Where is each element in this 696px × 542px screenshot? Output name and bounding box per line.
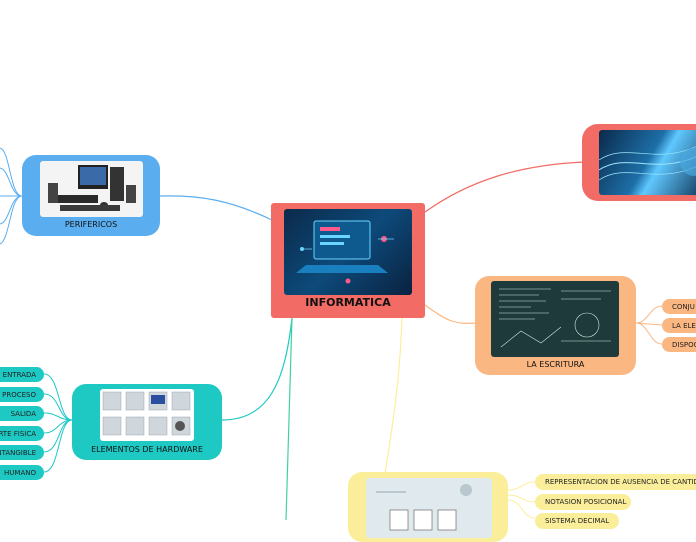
hardware-node[interactable]: ELEMENTOS DE HARDWARE: [72, 384, 222, 460]
technology-node[interactable]: [582, 124, 696, 201]
digital-technology-image: [599, 130, 696, 195]
connector-hardware-items: [43, 373, 73, 473]
numeracion-node[interactable]: [348, 472, 508, 542]
connector-perifericos-children: [0, 147, 23, 245]
central-node[interactable]: INFORMATICA: [271, 203, 425, 318]
connector-escritura: [424, 304, 476, 325]
numeracion-image: [366, 478, 492, 538]
mind-map-connectors: [0, 147, 663, 520]
connector-technology: [424, 161, 585, 213]
escritura-item[interactable]: DISPOC: [662, 337, 696, 352]
hardware-item[interactable]: SALIDA: [0, 406, 44, 421]
connector-escritura-items: [635, 305, 663, 345]
connector-bottom-branch: [285, 317, 293, 520]
numeracion-item[interactable]: SISTEMA DECIMAL: [535, 513, 619, 529]
chalkboard-formulas-image: [491, 281, 619, 357]
hardware-label: ELEMENTOS DE HARDWARE: [91, 445, 203, 454]
escritura-item[interactable]: CONJU: [662, 299, 696, 314]
connector-perifericos: [159, 195, 273, 221]
hardware-devices-grid-image: [100, 389, 194, 441]
perifericos-node[interactable]: PERIFERICOS: [22, 155, 160, 236]
connector-numeracion: [384, 317, 403, 474]
computer-peripherals-image: [40, 161, 143, 217]
hardware-item[interactable]: HUMANO: [0, 465, 44, 480]
connector-hardware: [221, 317, 293, 421]
connector-numeracion-items: [507, 481, 536, 519]
escritura-label: LA ESCRITURA: [526, 360, 585, 369]
perifericos-label: PERIFERICOS: [64, 220, 118, 229]
numeracion-item[interactable]: REPRESENTACION DE AUSENCIA DE CANTIDA: [535, 474, 696, 490]
central-title: INFORMATICA: [305, 296, 391, 309]
hardware-item[interactable]: NTANGIBLE: [0, 445, 44, 460]
escritura-item[interactable]: LA ELEC: [662, 318, 696, 333]
hardware-item[interactable]: PROCESO: [0, 387, 44, 402]
laptop-illustration: [284, 209, 412, 295]
escritura-node[interactable]: LA ESCRITURA: [475, 276, 636, 375]
numeracion-item[interactable]: NOTASION POSICIONAL: [535, 494, 631, 510]
hardware-item[interactable]: ENTRADA: [0, 367, 44, 382]
